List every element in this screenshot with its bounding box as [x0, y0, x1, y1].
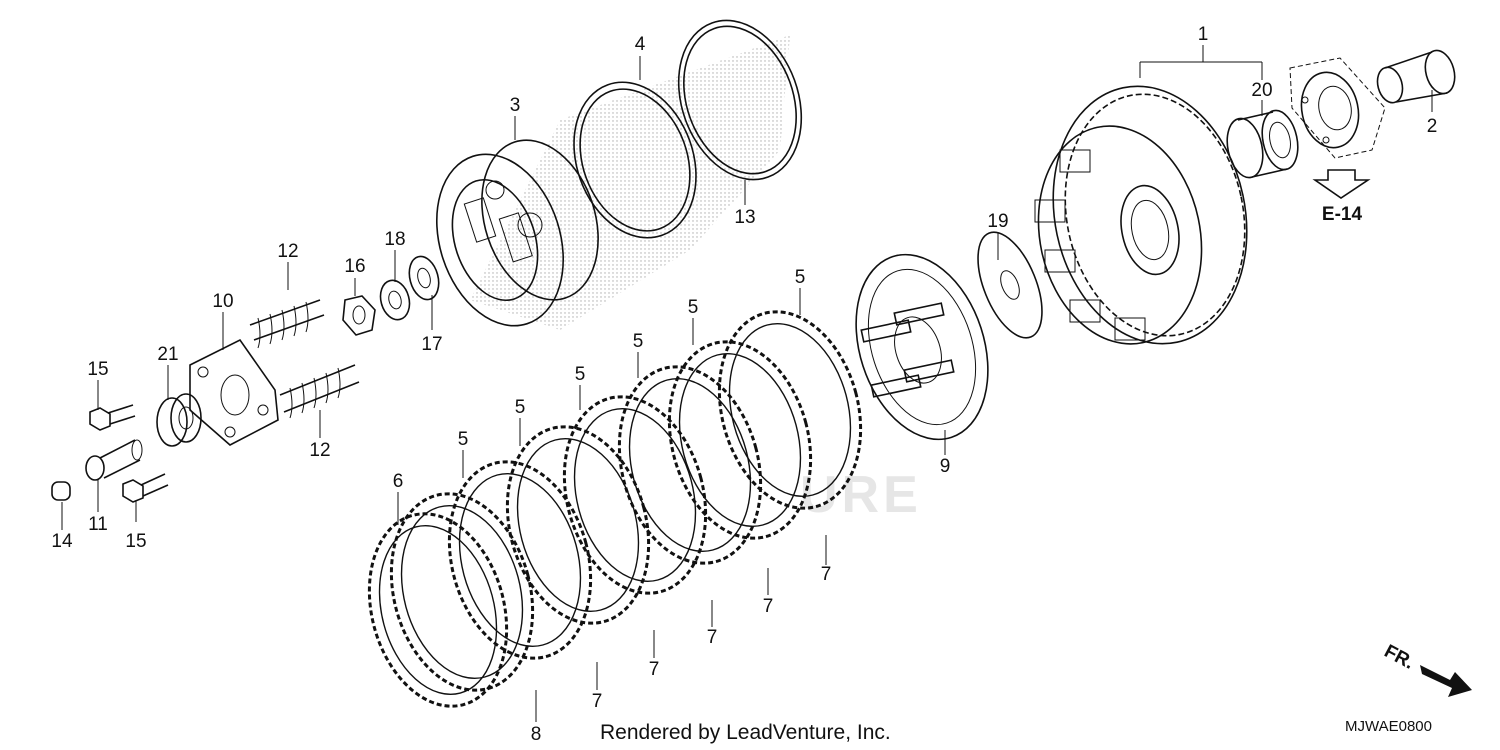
callout-11: 11	[88, 514, 108, 535]
reference-e14: E-14	[1322, 204, 1363, 225]
fr-label: FR.	[1381, 641, 1418, 674]
e14-reference-box	[1289, 57, 1386, 199]
callout-5b: 5	[688, 297, 699, 318]
arrow-down-icon	[1312, 169, 1371, 199]
callout-15a: 15	[87, 359, 108, 380]
callout-7d: 7	[649, 659, 660, 680]
callout-6: 6	[393, 471, 404, 492]
footer-credit: Rendered by LeadVenture, Inc.	[600, 721, 891, 744]
callout-17: 17	[421, 334, 442, 355]
callout-4: 4	[635, 34, 646, 55]
part-10-lifter-plate	[189, 338, 279, 446]
part-1-outer-clutch	[1034, 85, 1248, 345]
callout-8: 8	[531, 724, 542, 745]
callout-15b: 15	[125, 531, 146, 552]
part-15-bolt-lower	[122, 473, 169, 503]
part-20-needle-bearing	[1226, 109, 1299, 179]
callout-7e: 7	[592, 691, 603, 712]
part-17-washer	[408, 255, 440, 301]
part-3-clutch-center	[435, 139, 599, 327]
arrow-right-icon	[1420, 665, 1472, 697]
callout-20: 20	[1251, 80, 1272, 101]
part-21-bearing	[156, 393, 202, 447]
part-13-seal-ring	[677, 19, 803, 181]
part-12-spring-lower	[279, 364, 360, 419]
part-4-seal-ring	[573, 81, 697, 239]
callout-5a: 5	[795, 267, 806, 288]
callout-labels: 1 2 3 4 5 5 5 5 5 5 6 7 7 7 7 7 8 9 10 1…	[51, 24, 1437, 745]
part-19-thrust-washer	[977, 231, 1043, 339]
callout-18: 18	[384, 229, 405, 250]
part-15-bolt-upper	[89, 404, 136, 431]
callout-5f: 5	[458, 429, 469, 450]
part-12-spring-upper	[249, 299, 325, 349]
leader-lines	[61, 45, 1433, 722]
callout-7c: 7	[707, 627, 718, 648]
callout-1: 1	[1198, 24, 1209, 45]
part-16-nut	[342, 295, 376, 336]
part-14-cap	[51, 481, 71, 501]
callout-16: 16	[344, 256, 365, 277]
callout-5d: 5	[575, 364, 586, 385]
callout-5e: 5	[515, 397, 526, 418]
callout-12a: 12	[277, 241, 298, 262]
diagram-code: MJWAE0800	[1345, 718, 1432, 735]
callout-9: 9	[940, 456, 951, 477]
callout-21: 21	[157, 344, 178, 365]
callout-13: 13	[734, 207, 755, 228]
callout-2: 2	[1427, 116, 1438, 137]
callout-7a: 7	[821, 564, 832, 585]
callout-7b: 7	[763, 596, 774, 617]
callout-5c: 5	[633, 331, 644, 352]
part-18-washer	[379, 279, 411, 321]
part-11-lifter-piece	[85, 439, 143, 481]
callout-12b: 12	[309, 440, 330, 461]
clutch-plate-stack	[367, 310, 863, 708]
callout-19: 19	[987, 211, 1008, 232]
part-9-pressure-plate	[855, 253, 989, 441]
shading-band	[470, 35, 790, 330]
callout-10: 10	[212, 291, 233, 312]
callout-3: 3	[510, 95, 521, 116]
watermark-text: URE	[800, 466, 922, 524]
callout-14: 14	[51, 531, 73, 552]
front-direction-indicator: FR.	[1381, 641, 1472, 697]
part-2-collar	[1376, 49, 1456, 104]
